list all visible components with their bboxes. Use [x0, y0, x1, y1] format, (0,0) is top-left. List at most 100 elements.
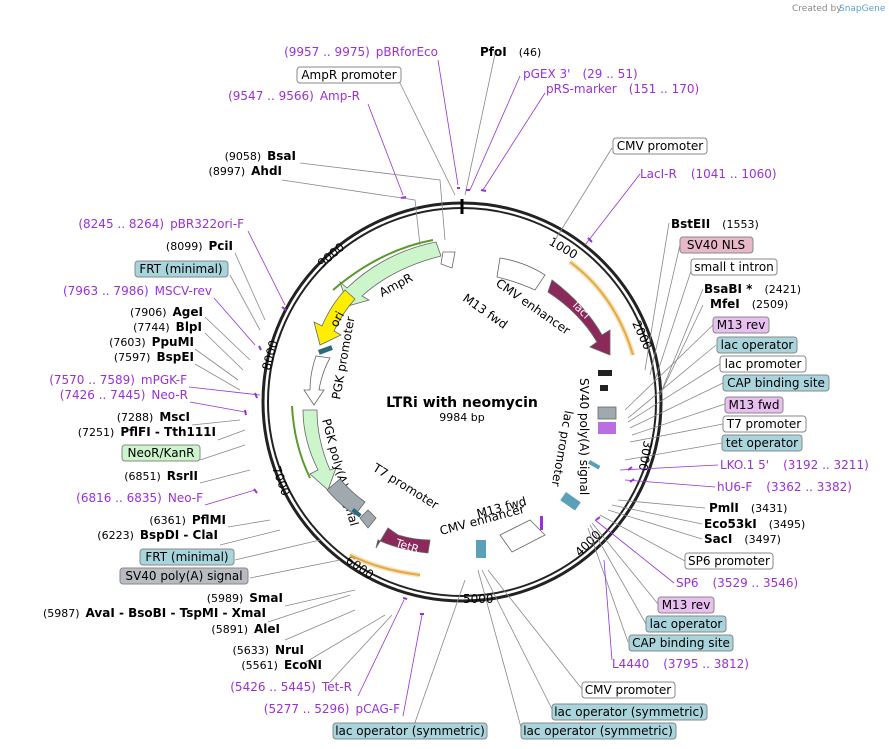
lac-op-symmetric-mark — [476, 540, 486, 558]
box-lac-operator-top[interactable] — [716, 336, 798, 354]
label-hu6-f[interactable]: hU6-F(3362 .. 3382) — [717, 480, 852, 494]
label-pmli[interactable]: PmlI(3431) — [709, 501, 787, 515]
box-ampr-promoter[interactable] — [296, 66, 402, 84]
label-laci-r[interactable]: LacI-R(1041 .. 1060) — [640, 167, 777, 181]
label-bsabi[interactable]: BsaBI *(2421) — [704, 282, 801, 296]
box-lac-promoter[interactable] — [719, 355, 807, 373]
box-cap-binding-top[interactable] — [722, 374, 830, 392]
label-bspei[interactable]: (7597)BspEI — [114, 350, 194, 364]
label-small-t-intron: small t intron — [694, 260, 774, 274]
box-neor-kanr[interactable] — [121, 444, 201, 462]
cmv-enhancer-upper-feature — [496, 257, 546, 291]
label-eco53ki[interactable]: Eco53kI(3495) — [704, 517, 805, 531]
label-agei[interactable]: (7906)AgeI — [130, 305, 203, 319]
frt-small-lower — [351, 508, 362, 518]
cmv-enhancer-lower-feature — [499, 519, 546, 553]
created-by-text: Created by — [792, 4, 842, 14]
label-lac-promoter: lac promoter — [725, 357, 802, 371]
box-small-t-intron[interactable] — [690, 258, 778, 276]
label-mfei[interactable]: MfeI(2509) — [710, 297, 788, 311]
box-cmv-promoter-lower[interactable] — [581, 681, 676, 699]
label-alei[interactable]: (5891)AleI — [211, 622, 280, 636]
label-cap-binding-lower: CAP binding site — [632, 636, 730, 650]
label-lko1[interactable]: LKO.1 5'(3192 .. 3211) — [720, 458, 869, 472]
ampr-promoter-feature — [440, 251, 456, 269]
box-lac-op-sym-left[interactable] — [332, 722, 488, 740]
neor-feature — [302, 409, 337, 491]
label-lac-op-sym-right-1: lac operator (symmetric) — [554, 705, 704, 719]
snapgene-logo: SnapGene — [839, 4, 886, 14]
label-m13-fwd: M13 fwd — [729, 398, 780, 412]
label-pcii[interactable]: (8099)PciI — [166, 239, 233, 253]
box-cap-binding-lower[interactable] — [628, 634, 734, 652]
laci-feature — [547, 279, 611, 356]
label-econi[interactable]: (5561)EcoNI — [241, 658, 322, 672]
sv40-polya-feature — [326, 478, 366, 516]
label-pflfi-tth111i[interactable]: (7251)PflFI - Tth111I — [78, 425, 216, 439]
box-lac-op-sym-right-1[interactable] — [551, 703, 708, 721]
label-pbrforeco[interactable]: (9957 .. 9975)pBRforEco — [284, 45, 438, 59]
label-lac-op-sym-right-2: lac operator (symmetric) — [523, 724, 673, 738]
label-pgex3[interactable]: pGEX 3'(29 .. 51) — [523, 67, 638, 81]
label-nrui[interactable]: (5633)NruI — [232, 643, 304, 657]
box-frt-lower[interactable] — [139, 548, 235, 566]
label-pcag-f[interactable]: (5277 .. 5296)pCAG-F — [264, 702, 400, 716]
label-ppumi[interactable]: (7603)PpuMI — [109, 335, 194, 349]
label-neo-f[interactable]: (6816 .. 6835)Neo-F — [76, 491, 203, 505]
label-avai-xmai[interactable]: (5987)AvaI - BsoBI - TspMI - XmaI — [43, 606, 266, 620]
label-cap-binding-top: CAP binding site — [727, 376, 825, 390]
label-pflmi[interactable]: (6361)PflMI — [149, 513, 226, 527]
tick-8000: 8000 — [259, 339, 280, 372]
label-sp6[interactable]: SP6(3529 .. 3546) — [676, 576, 798, 590]
plasmid-size: 9984 bp — [439, 411, 484, 424]
ori-feature — [313, 289, 356, 346]
box-m13-fwd[interactable] — [724, 396, 784, 414]
label-lac-operator-lower: lac operator — [650, 617, 723, 631]
label-mscv-rev[interactable]: (7963 .. 7986)MSCV-rev — [63, 284, 212, 298]
box-lac-op-sym-right-2[interactable] — [520, 722, 677, 740]
label-sp6-promoter: SP6 promoter — [688, 554, 770, 568]
tick-7000: 7000 — [269, 464, 293, 497]
label-tet-operator: tet operator — [726, 436, 798, 450]
primer-marks — [244, 187, 635, 615]
laci-arc-shadow — [568, 259, 636, 356]
box-cmv-promoter-top[interactable] — [612, 137, 708, 155]
neor-arc — [291, 405, 311, 479]
label-saci[interactable]: SacI(3497) — [704, 532, 781, 546]
label-tet-r[interactable]: (5426 .. 5445)Tet-R — [230, 680, 352, 694]
leader-lines-left — [188, 59, 466, 732]
label-ahdi[interactable]: (8997)AhdI — [209, 164, 282, 178]
label-amp-r[interactable]: (9547 .. 9566)Amp-R — [228, 89, 360, 103]
label-neo-r[interactable]: (7426 .. 7445)Neo-R — [60, 388, 188, 402]
label-blpi[interactable]: (7744)BlpI — [133, 320, 202, 334]
box-lac-operator-lower[interactable] — [645, 615, 727, 633]
label-pfoi[interactable]: PfoI(46) — [480, 45, 541, 59]
m13-fwd-upper-label: M13 fwd — [460, 291, 510, 332]
label-msci[interactable]: (7288)MscI — [117, 410, 190, 424]
box-sv40-nls[interactable] — [679, 236, 754, 254]
label-bspdi-clai[interactable]: (6223)BspDI - ClaI — [97, 528, 218, 542]
box-tet-operator[interactable] — [721, 434, 803, 452]
gray-block-feature — [359, 509, 377, 529]
label-prs-marker[interactable]: pRS-marker(151 .. 170) — [546, 82, 699, 96]
box-frt-upper[interactable] — [134, 260, 229, 278]
label-pbr322ori-f[interactable]: (8245 .. 8264)pBR322ori-F — [78, 217, 244, 231]
box-sv40-polya[interactable] — [119, 567, 249, 585]
label-cmv-promoter-top: CMV promoter — [617, 139, 704, 153]
box-sp6-promoter[interactable] — [684, 552, 774, 570]
lac-promoter-right-label: lac promoter — [549, 409, 576, 487]
sv40-polya-right-label: SV40 poly(A) signal — [577, 378, 591, 495]
box-t7-promoter[interactable] — [722, 415, 807, 433]
labels-right: PfoI(46) pGEX 3'(29 .. 51) pRS-marker(15… — [480, 45, 869, 740]
label-mpgk-f[interactable]: (7570 .. 7589)mPGK-F — [49, 373, 187, 387]
pgk-promoter-feature — [303, 355, 331, 406]
ampr-feature — [339, 241, 442, 307]
label-rsrii[interactable]: (6851)RsrII — [124, 469, 198, 483]
label-smai[interactable]: (5989)SmaI — [207, 591, 283, 605]
box-m13-rev-lower[interactable] — [657, 596, 715, 614]
label-frt-upper: FRT (minimal) — [139, 262, 222, 276]
label-l4440[interactable]: L4440(3795 .. 3812) — [612, 657, 749, 671]
label-bsteii[interactable]: BstEII(1553) — [671, 217, 759, 231]
box-m13-rev-top[interactable] — [712, 316, 770, 334]
label-bsai[interactable]: (9058)BsaI — [225, 149, 296, 163]
